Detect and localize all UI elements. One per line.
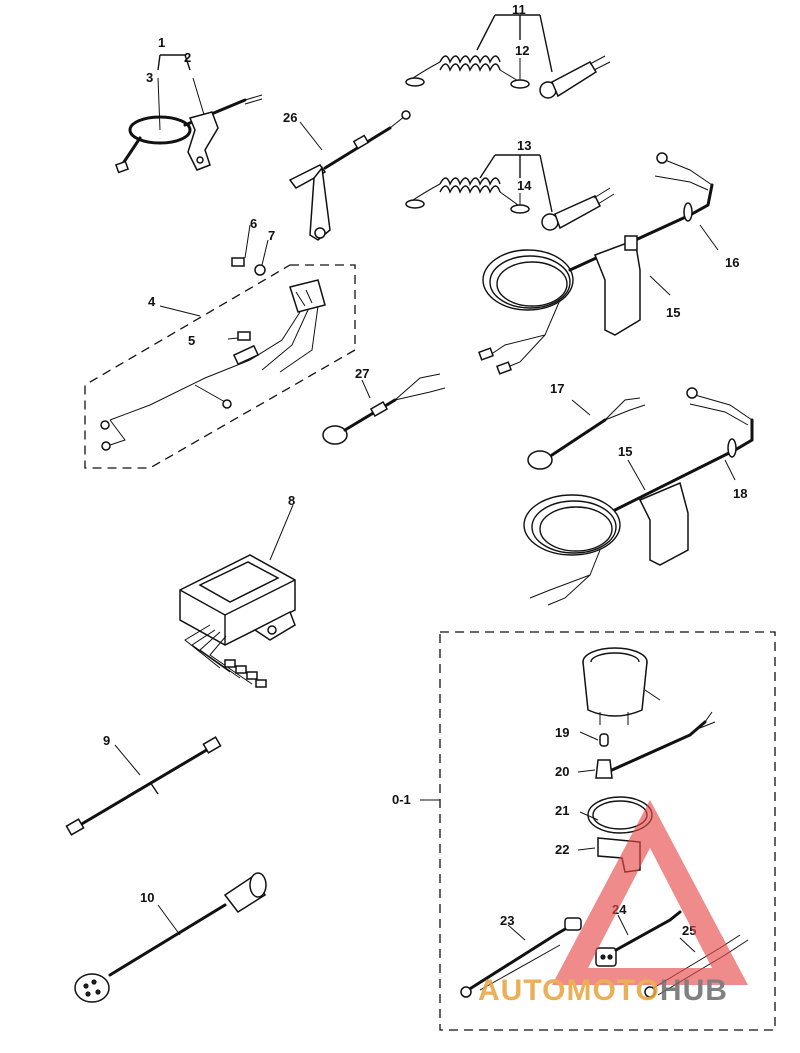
watermark-triangle: [552, 800, 748, 985]
callout-23: 23: [500, 913, 514, 928]
callout-4: 4: [148, 294, 156, 309]
part-13-lanyard-switch: [405, 154, 615, 231]
callout-22: 22: [555, 842, 569, 857]
callout-8: 8: [288, 493, 295, 508]
callout-26: 26: [283, 110, 297, 125]
callout-6: 6: [250, 216, 257, 231]
part-15-coil-bracket-upper: [478, 152, 719, 375]
callout-18: 18: [733, 486, 747, 501]
callout-3: 3: [146, 70, 153, 85]
callout-16: 16: [725, 255, 739, 270]
callout-14: 14: [517, 178, 532, 193]
part-15-coil-bracket-lower: [523, 387, 754, 606]
part-10-connector-cable: [74, 872, 267, 1003]
part-17-plug-harness: [527, 397, 646, 470]
callout-17: 17: [550, 381, 564, 396]
callout-11: 11: [512, 2, 526, 17]
callout-20: 20: [555, 764, 569, 779]
watermark-text-hub: HUB: [660, 974, 728, 1007]
callout-12: 12: [515, 43, 529, 58]
callout-1: 1: [158, 35, 165, 50]
part-4-regulator-group: [84, 224, 356, 469]
watermark-logo: AUTOMOTOHUB: [478, 800, 748, 1007]
callout-19: 19: [555, 725, 569, 740]
callout-15: 15: [666, 305, 680, 320]
callout-15b: 15: [618, 444, 632, 459]
group-label-0-1: 0-1: [392, 792, 411, 807]
callout-9: 9: [103, 733, 110, 748]
part-9-cable: [65, 736, 222, 836]
callout-21: 21: [555, 803, 569, 818]
callout-5: 5: [188, 333, 195, 348]
part-8-cdi-box: [179, 504, 296, 688]
callout-10: 10: [140, 890, 154, 905]
callout-13: 13: [517, 138, 531, 153]
part-group-gauge-kit: [420, 631, 776, 1031]
callout-27: 27: [355, 366, 369, 381]
part-11-lanyard-switch: [405, 14, 611, 99]
part-26-bracket-cable: [288, 110, 411, 241]
callout-2: 2: [184, 50, 191, 65]
watermark-text-automoto: AUTOMOTO: [478, 974, 660, 1007]
callout-7: 7: [268, 228, 275, 243]
svg-text:AUTOMOTOHUB: AUTOMOTOHUB: [478, 974, 728, 1007]
part-harness-clip: [114, 54, 263, 174]
part-27-plug-harness: [322, 373, 446, 445]
